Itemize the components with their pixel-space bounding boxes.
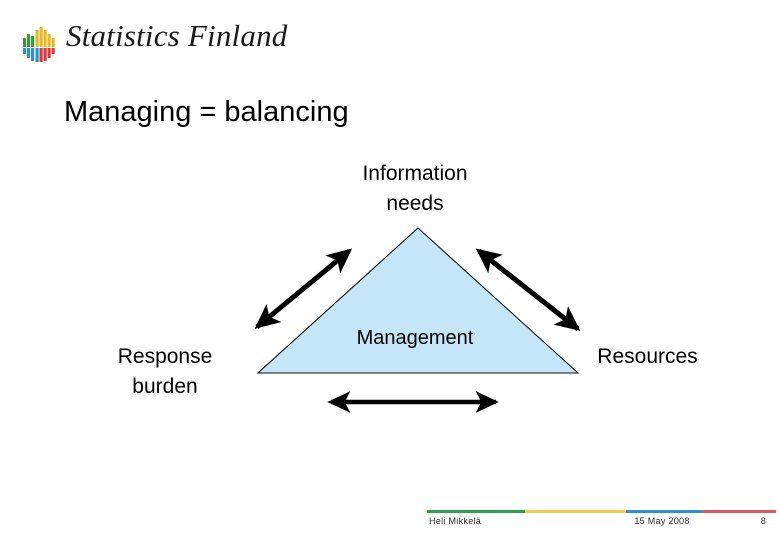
footer-rule-segment-4 <box>702 510 776 513</box>
footer-page-number: 8 <box>760 516 766 526</box>
footer-rule-segment-2 <box>524 510 626 513</box>
slide-footer: Heli Mikkelä 15 May 2008 8 <box>427 505 776 535</box>
diagram-label-resources: Resources <box>597 345 698 368</box>
footer-color-rule <box>427 510 776 513</box>
footer-rule-segment-1 <box>427 510 525 513</box>
brand-wordmark: Statistics Finland <box>66 18 288 53</box>
balance-triangle-diagram: Information needs Response burden Resour… <box>117 162 698 413</box>
brand-header: Statistics Finland <box>14 18 314 70</box>
footer-author: Heli Mikkelä <box>429 516 482 526</box>
arrow-right-diagonal <box>475 248 581 331</box>
page-title: Managing = balancing <box>64 96 349 128</box>
diagram-label-information-needs: Information needs <box>362 162 468 215</box>
footer-text-row: Heli Mikkelä 15 May 2008 8 <box>427 516 776 532</box>
arrow-left-diagonal <box>254 248 353 329</box>
diagram-label-response-burden: Response burden <box>117 345 213 398</box>
statistics-finland-diamond-bars-logo <box>23 27 55 62</box>
diagram-label-management: Management <box>356 327 474 349</box>
footer-rule-segment-3 <box>625 510 703 513</box>
diagram-graphics <box>254 227 581 413</box>
footer-date: 15 May 2008 <box>634 516 690 526</box>
